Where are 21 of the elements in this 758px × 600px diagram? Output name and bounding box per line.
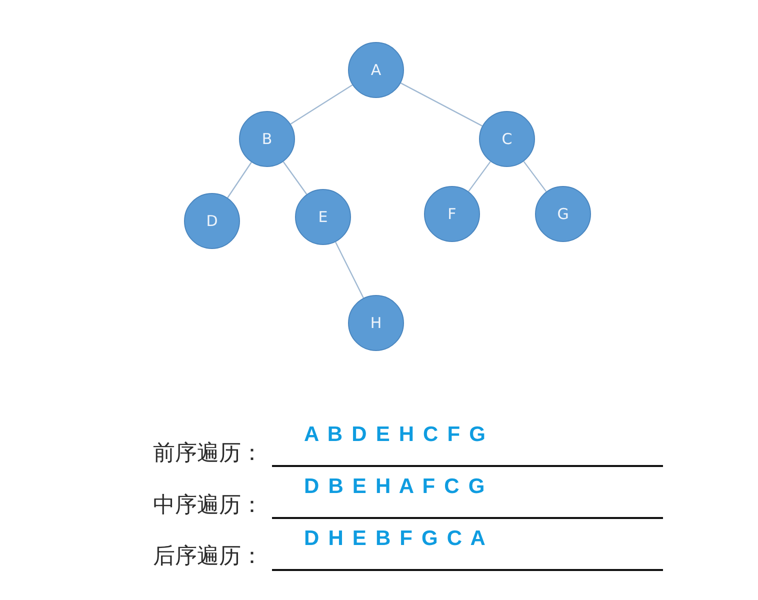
answer-fill-in-line: A B D E H C F G <box>272 424 663 467</box>
tree-edge <box>227 162 252 198</box>
tree-edge <box>282 161 308 195</box>
tree-edge <box>468 161 491 192</box>
node-label: G <box>557 206 569 222</box>
tree-edge <box>523 161 547 192</box>
tree-edge <box>290 84 353 125</box>
answer-fill-in-line: D H E B F G C A <box>272 528 663 571</box>
node-label: H <box>370 316 382 330</box>
question-label: 后序遍历： <box>153 546 263 568</box>
node-label: C <box>502 132 512 146</box>
question-label: 中序遍历： <box>153 495 263 517</box>
node-label: E <box>318 210 328 224</box>
node-label: B <box>262 132 272 146</box>
node-label: F <box>448 206 456 222</box>
tree-edge <box>334 242 364 298</box>
tree-edge <box>400 82 482 126</box>
answer-fill-in-line: D B E H A F C G <box>272 476 663 519</box>
question-label: 前序遍历： <box>153 443 263 465</box>
node-label: A <box>370 62 382 78</box>
node-label: D <box>206 214 218 228</box>
